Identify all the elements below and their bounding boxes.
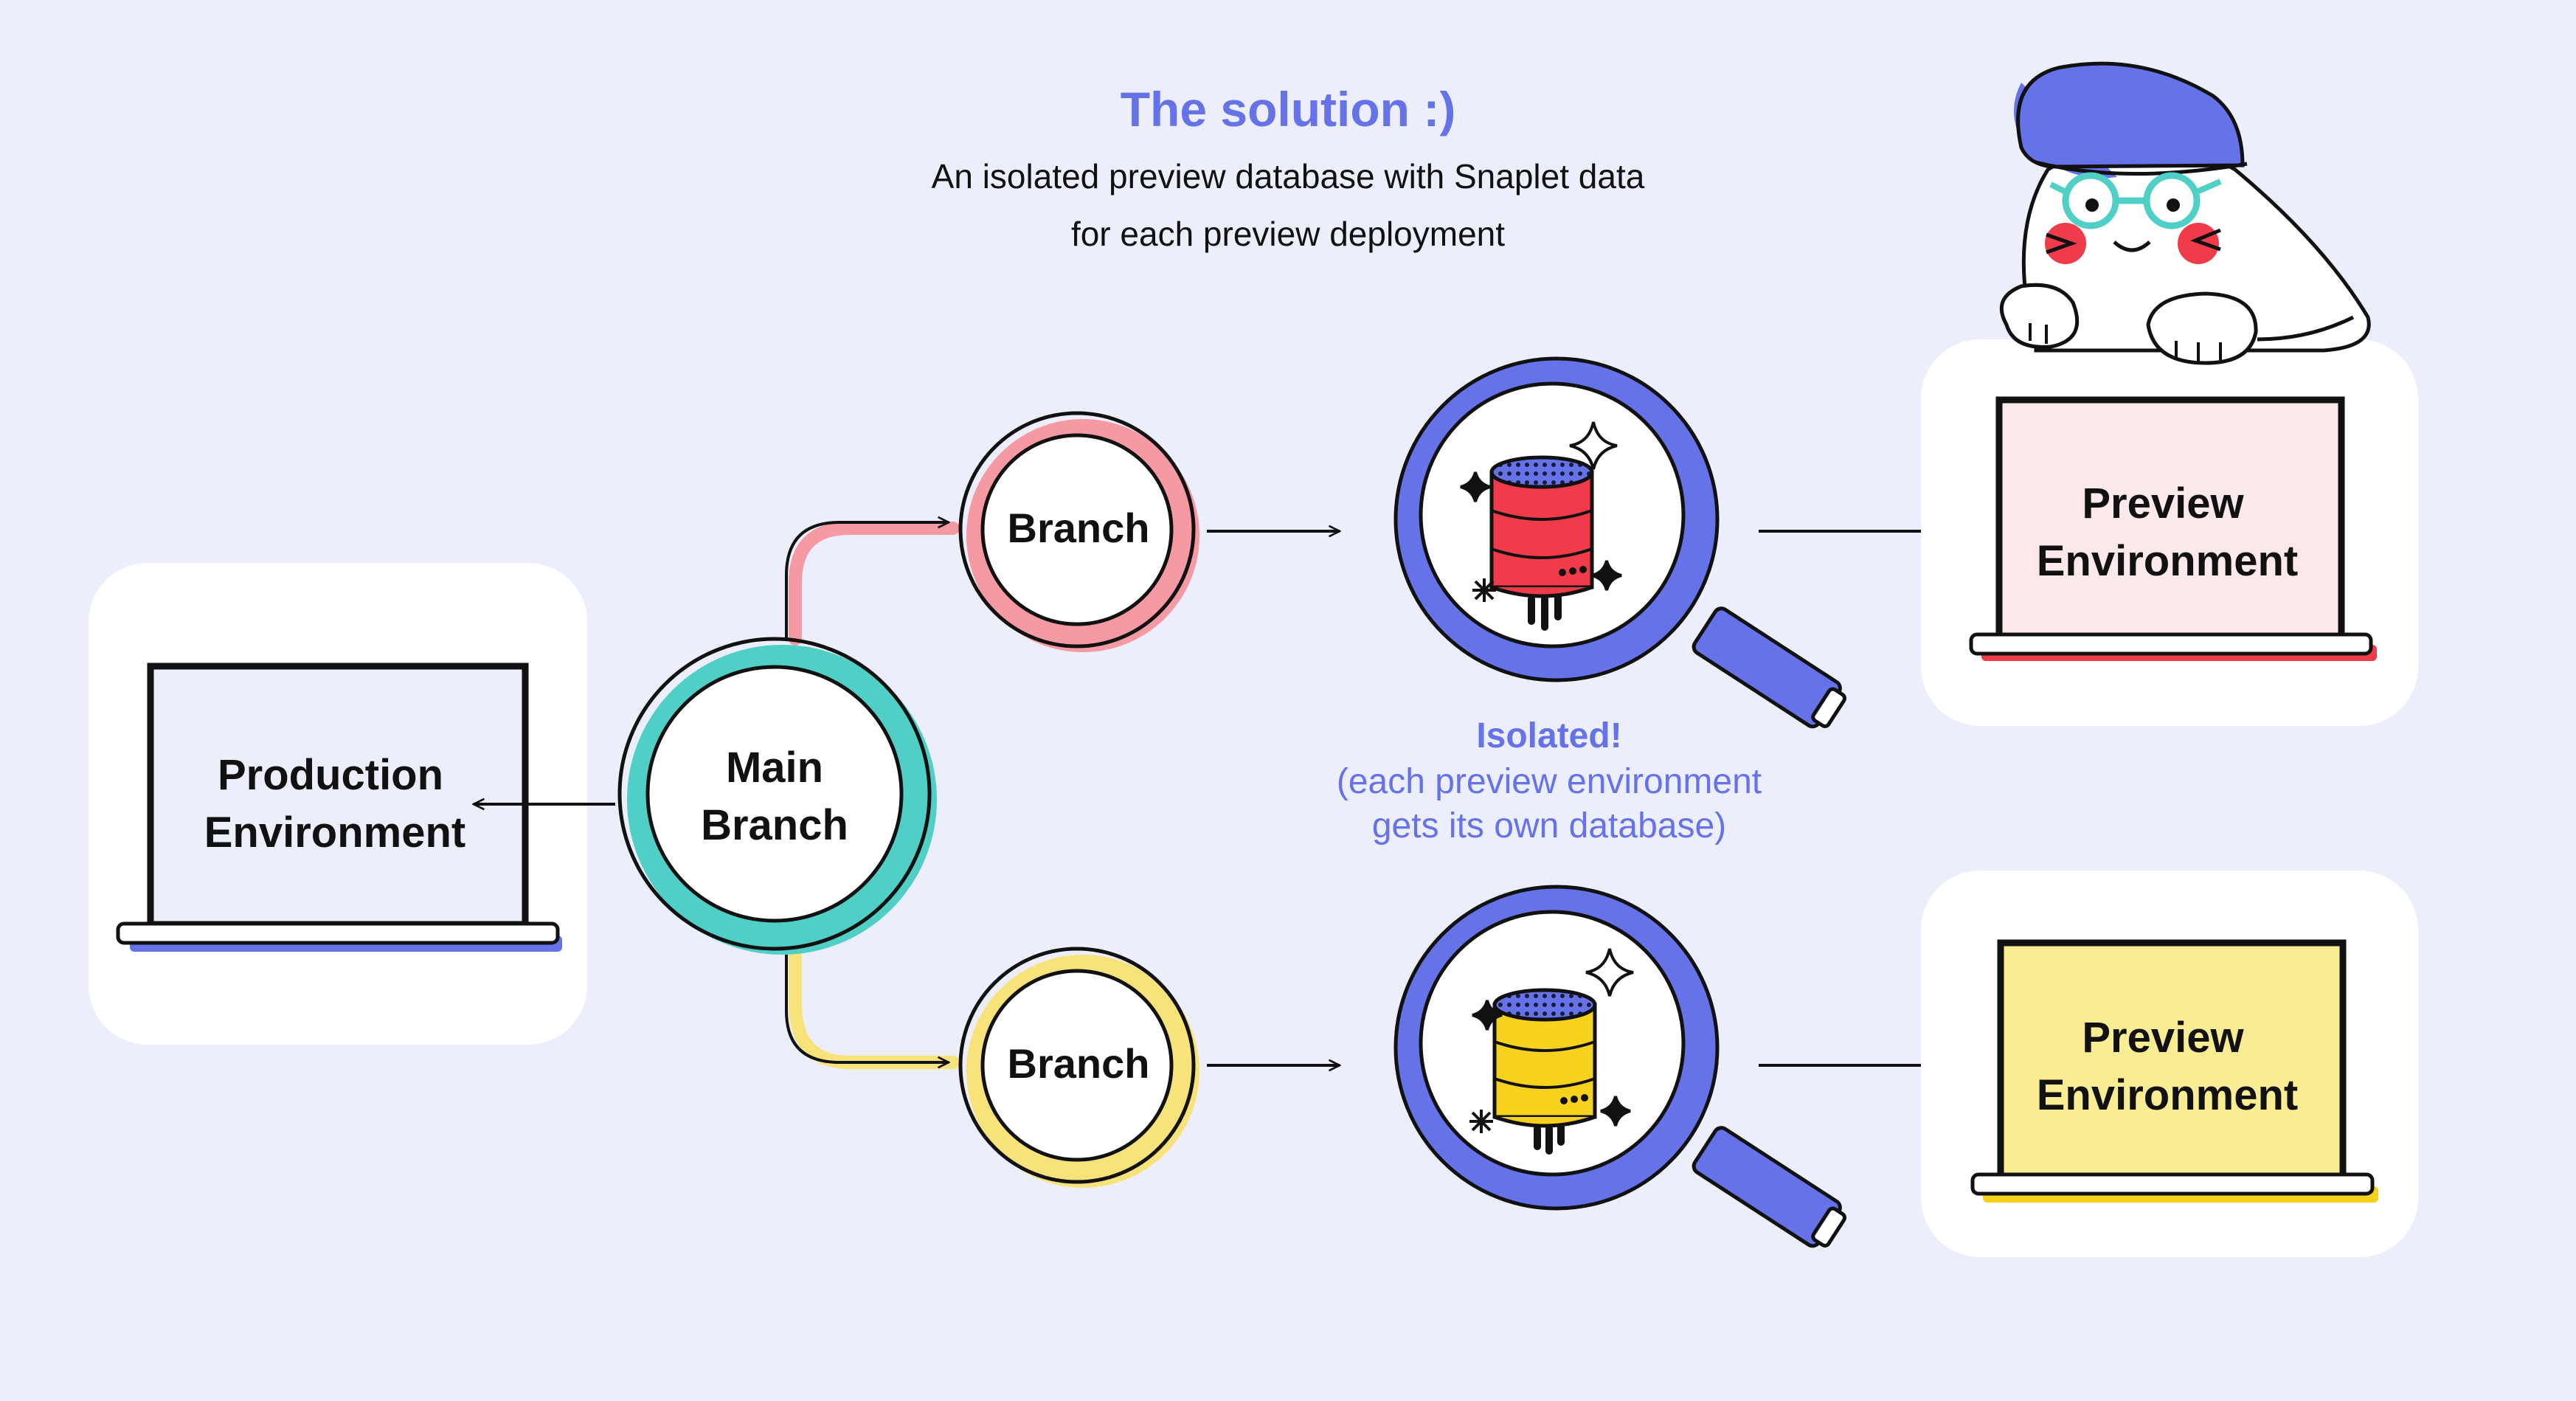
preview-bottom-card: Preview Environment <box>1921 871 2418 1257</box>
database-icon <box>1489 455 1594 631</box>
connector-main-to-branch-top <box>785 522 960 646</box>
page-title: The solution :) <box>1120 82 1456 136</box>
mascot-icon <box>1999 61 2371 365</box>
branch-top-label: Branch <box>1008 505 1150 551</box>
laptop-icon <box>116 663 562 952</box>
laptop-icon <box>1969 396 2377 661</box>
isolated-title: Isolated! <box>1476 716 1622 755</box>
preview-top-label-line2: Environment <box>2037 537 2299 585</box>
preview-top-label-line1: Preview <box>2082 480 2244 527</box>
production-card: Production Environment <box>89 563 587 1045</box>
subtitle-line-1: An isolated preview database with Snaple… <box>931 157 1645 196</box>
laptop-icon <box>1970 939 2378 1203</box>
preview-top-card: Preview Environment <box>1921 339 2418 726</box>
main-branch-label-line1: Main <box>726 744 823 792</box>
database-icon <box>1492 988 1597 1155</box>
magnifier-icon <box>1393 356 1847 729</box>
preview-bottom-label-line2: Environment <box>2037 1071 2299 1119</box>
main-branch-label-line2: Branch <box>701 801 848 849</box>
sparkle-icon <box>1469 948 1634 1133</box>
magnifier-icon <box>1393 885 1847 1248</box>
subtitle-line-2: for each preview deployment <box>1070 215 1506 253</box>
production-label-line2: Environment <box>204 809 466 857</box>
main-branch-node: Main Branch <box>617 637 937 955</box>
branch-bottom-node: Branch <box>958 947 1199 1188</box>
sparkle-icon <box>1460 421 1622 602</box>
connector-main-to-branch-bottom <box>785 948 960 1069</box>
isolated-note-line1: (each preview environment <box>1336 762 1762 801</box>
production-label-line1: Production <box>218 751 443 799</box>
isolated-note-line2: gets its own database) <box>1371 806 1727 845</box>
branch-bottom-label: Branch <box>1008 1040 1150 1087</box>
preview-bottom-label-line1: Preview <box>2082 1014 2244 1062</box>
branch-top-node: Branch <box>958 411 1199 652</box>
